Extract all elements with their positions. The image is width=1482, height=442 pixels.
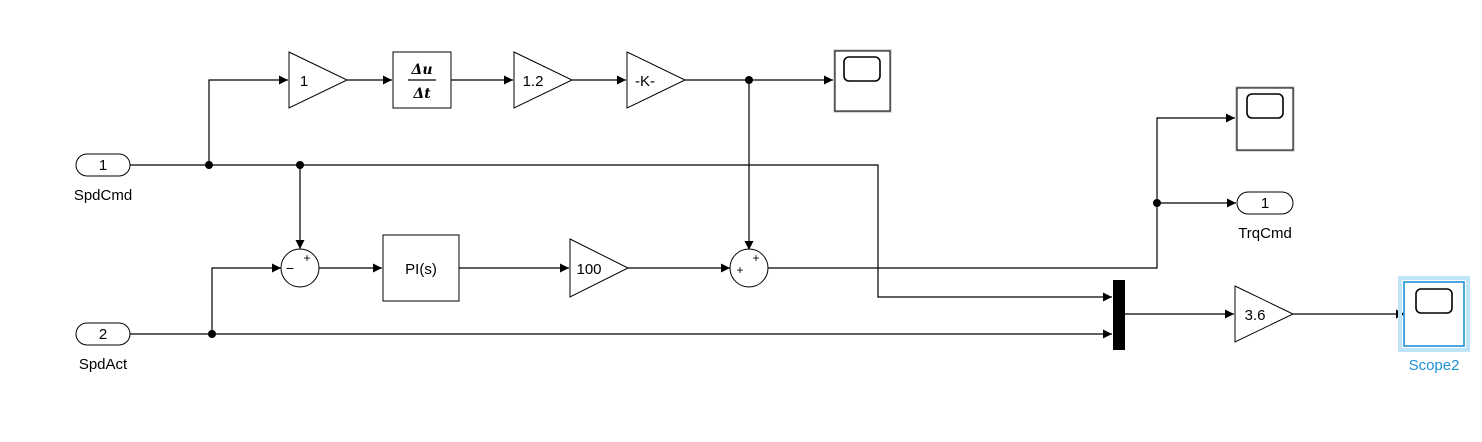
inport-label: SpdAct [79, 356, 128, 373]
gain-block-1-2[interactable]: 1.2 [513, 51, 574, 109]
scope-block-scope2[interactable]: Scope2 [1398, 276, 1470, 374]
scope2-label: Scope2 [1409, 357, 1460, 374]
inport-spdcmd[interactable]: 1 SpdCmd [74, 153, 132, 204]
wire-spdcmd-to-gain1[interactable] [208, 75, 288, 165]
sum-sign-left: − [286, 260, 294, 276]
branch-point [208, 330, 216, 338]
outport-trqcmd[interactable]: 1 TrqCmd [1236, 191, 1294, 242]
inport-spdact[interactable]: 2 SpdAct [75, 322, 131, 373]
scope-block-2[interactable] [1235, 86, 1295, 152]
gain-block-k[interactable]: -K- [626, 51, 687, 109]
pi-controller-block[interactable]: PI(s) [382, 234, 460, 302]
signal-lines [130, 75, 1405, 339]
branch-point [1153, 199, 1161, 207]
sum-sign-left: + [736, 263, 743, 277]
pi-label: PI(s) [405, 261, 437, 278]
wire-spdact-to-sum1[interactable] [211, 263, 281, 334]
wire-to-scope[interactable] [1156, 113, 1235, 203]
mux-block[interactable] [1113, 280, 1125, 350]
branch-point [205, 161, 213, 169]
derivative-denominator: Δt [412, 86, 431, 102]
scope-screen-icon [843, 56, 881, 82]
sum-sign-top: + [303, 251, 310, 265]
scope-screen-icon [1415, 288, 1453, 314]
gain-value: 100 [576, 261, 601, 278]
gain-value: -K- [635, 73, 655, 90]
inport-label: SpdCmd [74, 187, 132, 204]
wire-sum2-output[interactable] [768, 198, 1236, 269]
branch-points [205, 76, 1161, 338]
derivative-numerator: Δu [410, 62, 432, 78]
scope-block-1[interactable] [833, 49, 892, 113]
branch-point [745, 76, 753, 84]
branch-point [296, 161, 304, 169]
sum-sign-top: + [752, 251, 759, 265]
gain-block-3-6[interactable]: 3.6 [1234, 285, 1295, 343]
derivative-block[interactable]: Δu Δt [392, 51, 452, 109]
gain-block-1[interactable]: 1 [288, 51, 349, 109]
outport-label: TrqCmd [1238, 225, 1292, 242]
sum-block-2[interactable]: + + [729, 248, 769, 288]
sum-block-1[interactable]: + − [280, 248, 320, 288]
inport-number: 2 [99, 326, 107, 343]
scope-screen-icon [1246, 93, 1284, 119]
gain-block-100[interactable]: 100 [569, 238, 630, 298]
gain-value: 3.6 [1245, 307, 1266, 324]
outport-number: 1 [1261, 195, 1269, 212]
inport-number: 1 [99, 157, 107, 174]
wire-spdcmd-main[interactable] [130, 164, 1112, 302]
gain-value: 1.2 [523, 73, 544, 90]
gain-value: 1 [300, 73, 308, 90]
